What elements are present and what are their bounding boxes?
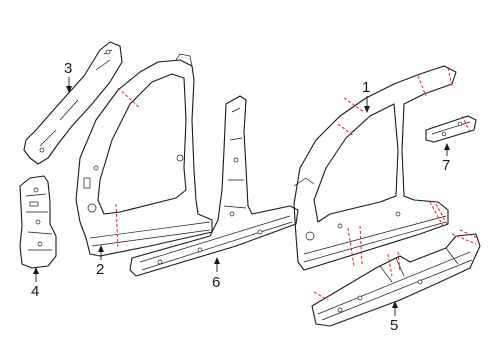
part-5-rocker-outer — [311, 229, 481, 327]
callout-label-2: 2 — [96, 261, 104, 278]
callout-label-6: 6 — [212, 274, 220, 291]
callout-label-3: 3 — [64, 60, 72, 77]
part-7-bracket — [425, 115, 477, 143]
part-1-body-side-aperture — [293, 65, 457, 271]
part-3-a-pillar-upper — [23, 41, 123, 165]
callout-2: 2 — [96, 245, 104, 278]
callout-5: 5 — [390, 301, 398, 334]
callout-4: 4 — [31, 267, 39, 300]
callout-3: 3 — [64, 60, 72, 93]
callout-1: 1 — [362, 79, 370, 113]
part-2-body-side-outer — [75, 53, 213, 257]
part-4-hinge-pillar-reinforcement — [19, 175, 57, 269]
callout-7: 7 — [442, 143, 450, 174]
callout-label-7: 7 — [442, 157, 450, 174]
part-6-rocker-inner — [129, 95, 299, 277]
callout-label-5: 5 — [390, 317, 398, 334]
callout-label-4: 4 — [31, 283, 39, 300]
callout-label-1: 1 — [362, 79, 370, 96]
callout-6: 6 — [212, 257, 220, 291]
